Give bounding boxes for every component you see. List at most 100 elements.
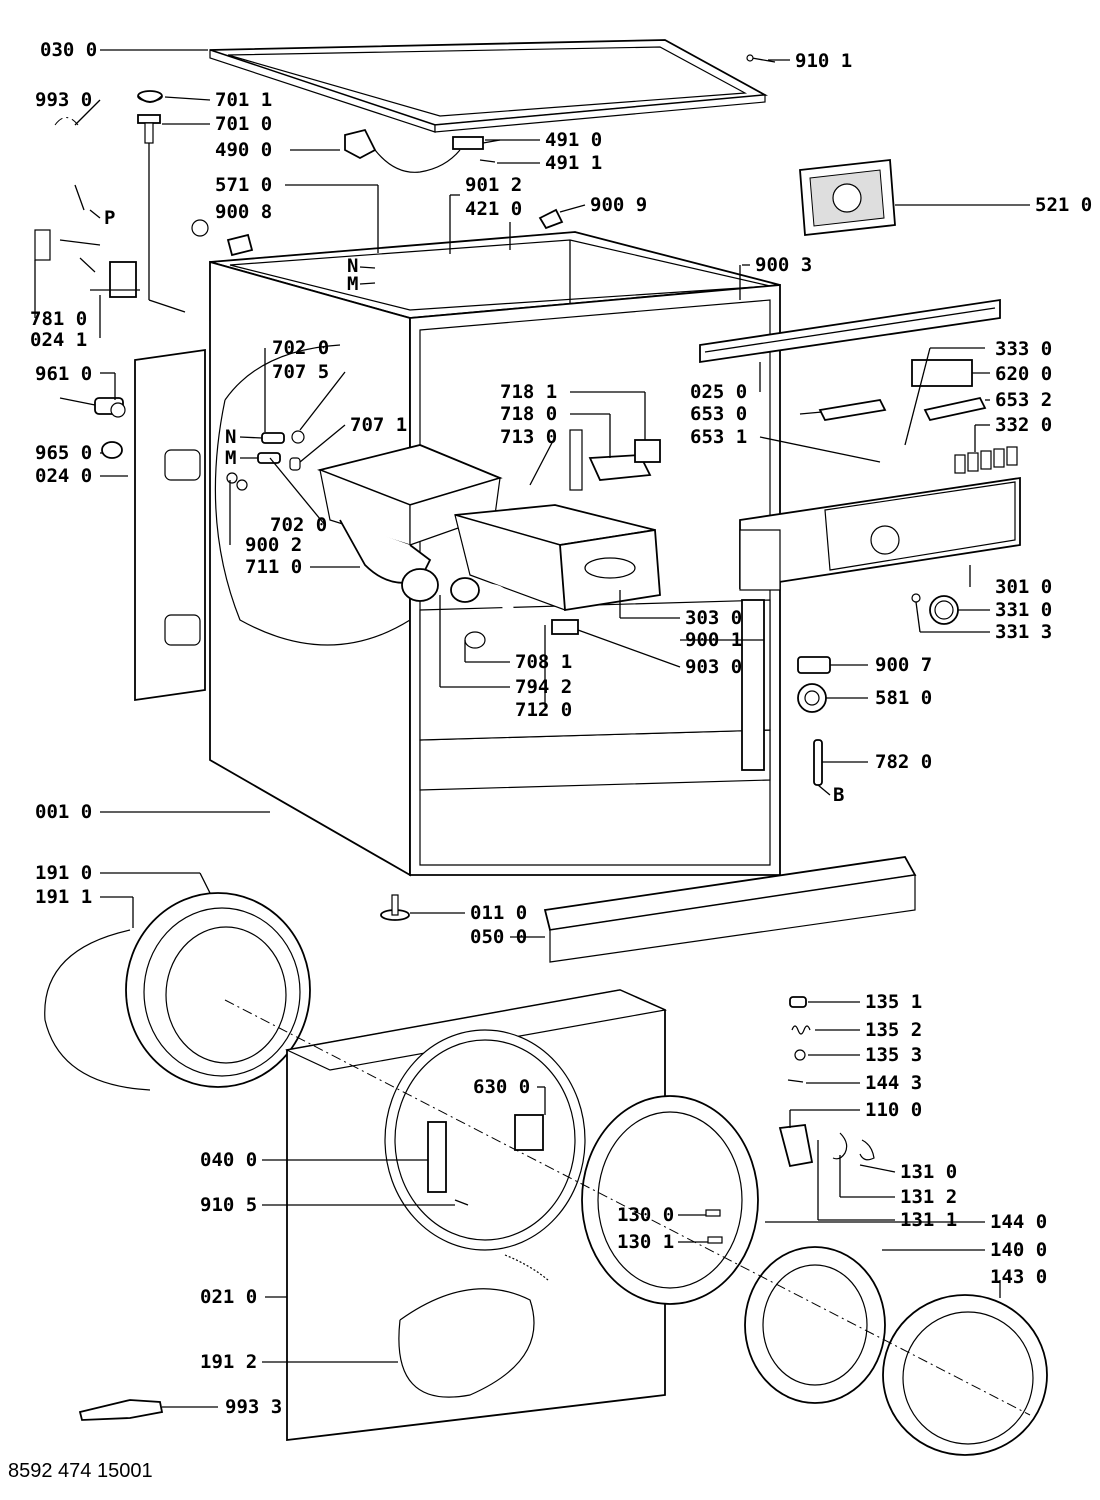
lbl-144-3: 144 3 xyxy=(865,1072,922,1094)
lbl-702-0-top: 702 0 xyxy=(272,337,329,359)
band-spring-part xyxy=(504,1254,549,1281)
lbl-050-0: 050 0 xyxy=(470,926,527,948)
knob-331-part xyxy=(911,593,959,625)
lbl-900-9: 900 9 xyxy=(590,194,647,216)
lbl-144-0: 144 0 xyxy=(990,1211,1047,1233)
filter-491-part xyxy=(452,136,501,163)
rear-panel-part xyxy=(134,348,206,702)
inner-door-part xyxy=(882,1294,1048,1456)
lbl-130-0: 130 0 xyxy=(617,1204,674,1226)
lbl-993-3: 993 3 xyxy=(225,1396,282,1418)
kickplate-part xyxy=(543,856,917,963)
lbl-131-0: 131 0 xyxy=(900,1161,957,1183)
screw-910-1-part xyxy=(746,54,776,63)
lbl-993-0: 993 0 xyxy=(35,89,92,111)
lbl-653-1: 653 1 xyxy=(690,426,747,448)
lbl-001-0: 001 0 xyxy=(35,801,92,823)
pin-782-0-part xyxy=(813,739,823,786)
transport-bolt-part xyxy=(59,397,126,418)
lbl-025-0: 025 0 xyxy=(690,381,747,403)
lbl-781-0: 781 0 xyxy=(30,308,87,330)
lbl-030-0: 030 0 xyxy=(40,39,97,61)
lbl-131-1: 131 1 xyxy=(900,1209,957,1231)
lbl-490-0: 490 0 xyxy=(215,139,272,161)
lbl-m-top: M xyxy=(347,273,358,295)
drain-hose-u-part xyxy=(34,117,101,273)
lbl-900-8: 900 8 xyxy=(215,201,272,223)
lbl-301-0: 301 0 xyxy=(995,576,1052,598)
lbl-024-1: 024 1 xyxy=(30,329,87,351)
document-code: 8592 474 15001 xyxy=(8,1460,153,1482)
lbl-011-0: 011 0 xyxy=(470,902,527,924)
control-panel-301-0-part xyxy=(739,476,1021,591)
lbl-900-7: 900 7 xyxy=(875,654,932,676)
lbl-713-0: 713 0 xyxy=(500,426,557,448)
lbl-491-1: 491 1 xyxy=(545,152,602,174)
lbl-135-3: 135 3 xyxy=(865,1044,922,1066)
bracket-900-9-part xyxy=(538,208,564,230)
lbl-332-0: 332 0 xyxy=(995,414,1052,436)
lbl-021-0: 021 0 xyxy=(200,1286,257,1308)
cap-701-part xyxy=(137,90,186,313)
hose-fittings-part xyxy=(226,430,305,491)
lbl-900-3: 900 3 xyxy=(755,254,812,276)
leader-lines xyxy=(34,49,1030,1408)
lbl-711-0: 711 0 xyxy=(245,556,302,578)
lbl-707-1: 707 1 xyxy=(350,414,407,436)
lbl-m-mid: M xyxy=(225,447,236,469)
lbl-701-1: 701 1 xyxy=(215,89,272,111)
lbl-191-1: 191 1 xyxy=(35,886,92,908)
lbl-p: P xyxy=(104,207,115,229)
lbl-571-0: 571 0 xyxy=(215,174,272,196)
connector-900-7-part xyxy=(797,656,831,674)
lbl-n-mid: N xyxy=(225,426,236,448)
lbl-130-1: 130 1 xyxy=(617,1231,674,1253)
door-glass-part xyxy=(744,1246,886,1404)
foot-part xyxy=(380,894,410,921)
lbl-135-2: 135 2 xyxy=(865,1019,922,1041)
lbl-333-0: 333 0 xyxy=(995,338,1052,360)
lbl-630-0: 630 0 xyxy=(473,1076,530,1098)
lbl-521-0: 521 0 xyxy=(1035,194,1092,216)
lbl-140-0: 140 0 xyxy=(990,1239,1047,1261)
lbl-900-1: 900 1 xyxy=(685,629,742,651)
detergent-drawer-part xyxy=(454,429,661,612)
harness-900-1-part xyxy=(741,599,765,771)
lbl-910-5: 910 5 xyxy=(200,1194,257,1216)
lbl-191-2: 191 2 xyxy=(200,1351,257,1373)
lbl-900-2: 900 2 xyxy=(245,534,302,556)
lbl-303-0: 303 0 xyxy=(685,607,742,629)
pressure-switch-581-0-part xyxy=(797,683,827,713)
door-tool-part xyxy=(78,1399,164,1421)
lbl-910-1: 910 1 xyxy=(795,50,852,72)
power-cord-part xyxy=(344,128,461,173)
lbl-718-0: 718 0 xyxy=(500,403,557,425)
lbl-b: B xyxy=(833,784,844,806)
lbl-653-0: 653 0 xyxy=(690,403,747,425)
lbl-581-0: 581 0 xyxy=(875,687,932,709)
lbl-701-0: 701 0 xyxy=(215,113,272,135)
top-cover-part xyxy=(209,39,769,133)
door-frame-part xyxy=(581,1095,759,1305)
centerline-front xyxy=(224,999,1031,1416)
door-handle-part xyxy=(778,1124,875,1168)
lightguide-653-0-part xyxy=(818,399,887,421)
buttons-332-0-part xyxy=(954,446,1018,474)
dispenser-housing-part xyxy=(317,444,503,602)
lbl-n-top: N xyxy=(347,255,358,277)
door-seal-part xyxy=(44,892,311,1091)
plug-cap-part xyxy=(101,441,123,459)
hose-900-8-part xyxy=(183,219,254,310)
lbl-961-0: 961 0 xyxy=(35,363,92,385)
lbl-620-0: 620 0 xyxy=(995,363,1052,385)
lbl-965-0: 965 0 xyxy=(35,442,92,464)
lbl-143-0: 143 0 xyxy=(990,1266,1047,1288)
lbl-040-0: 040 0 xyxy=(200,1149,257,1171)
lbl-191-0: 191 0 xyxy=(35,862,92,884)
front-panel-part xyxy=(285,989,668,1442)
cabinet-part xyxy=(209,231,781,877)
bracket-903-0-part xyxy=(551,619,579,635)
lbl-653-2: 653 2 xyxy=(995,389,1052,411)
